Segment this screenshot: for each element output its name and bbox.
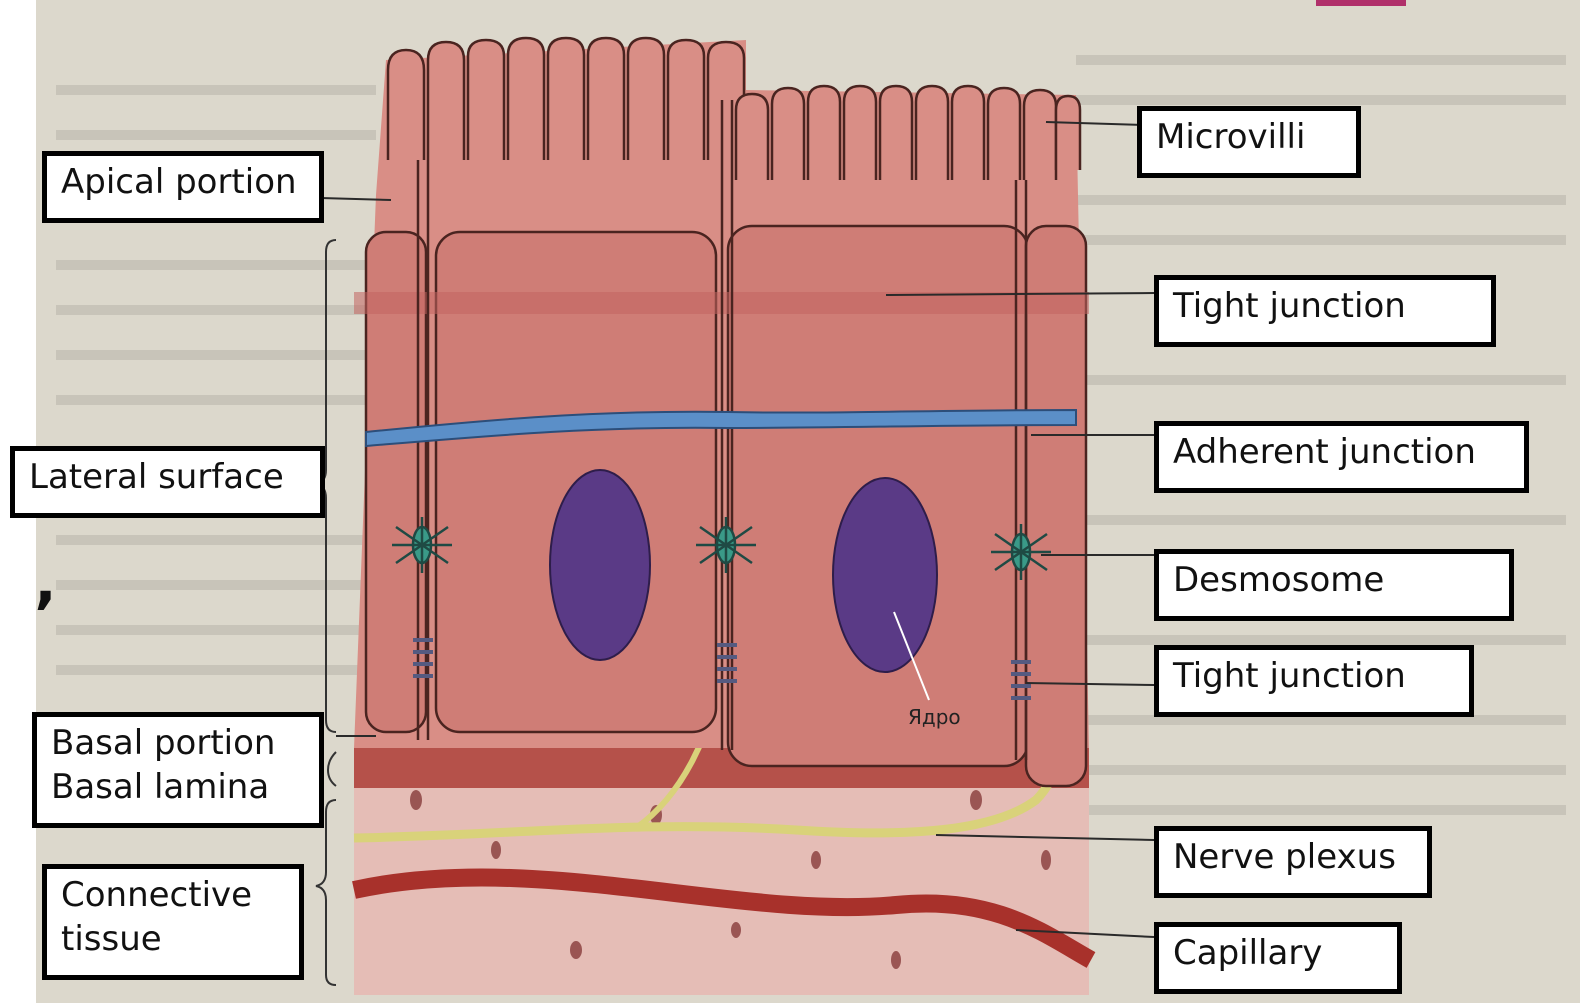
label-capillary-text: Capillary (1173, 931, 1383, 975)
connective-tissue-region (354, 780, 1089, 995)
label-tight-junction-bottom-text: Tight junction (1173, 654, 1455, 698)
label-adherent-junction: Adherent junction (1154, 421, 1529, 493)
label-lateral-surface-text: Lateral surface (29, 455, 306, 499)
label-desmosome-text: Desmosome (1173, 558, 1495, 602)
label-basal: Basal portion Basal lamina (32, 712, 324, 828)
label-apical-portion: Apical portion (42, 151, 324, 223)
label-desmosome: Desmosome (1154, 549, 1514, 621)
cut-off-text-3: s, (36, 548, 57, 616)
label-basal-portion-text: Basal portion (51, 721, 305, 765)
label-nerve-plexus-text: Nerve plexus (1173, 835, 1413, 879)
label-connective-line2: tissue (61, 917, 285, 961)
label-tight-junction-bottom: Tight junction (1154, 645, 1474, 717)
nucleus-right (833, 478, 937, 672)
label-microvilli: Microvilli (1137, 106, 1361, 178)
label-basal-lamina-text: Basal lamina (51, 765, 305, 809)
label-tight-junction-top-text: Tight junction (1173, 284, 1477, 328)
nucleus-label: Ядро (908, 705, 961, 729)
label-adherent-junction-text: Adherent junction (1173, 430, 1510, 474)
label-lateral-surface: Lateral surface (10, 446, 325, 518)
label-tight-junction-top: Tight junction (1154, 275, 1496, 347)
label-microvilli-text: Microvilli (1156, 115, 1342, 159)
label-capillary: Capillary (1154, 922, 1402, 994)
label-nerve-plexus: Nerve plexus (1154, 826, 1432, 898)
label-connective-line1: Connective (61, 873, 285, 917)
nucleus-left (550, 470, 650, 660)
label-connective-tissue: Connective tissue (42, 864, 304, 980)
label-apical-portion-text: Apical portion (61, 160, 305, 204)
page-corner-mark (1316, 0, 1406, 6)
